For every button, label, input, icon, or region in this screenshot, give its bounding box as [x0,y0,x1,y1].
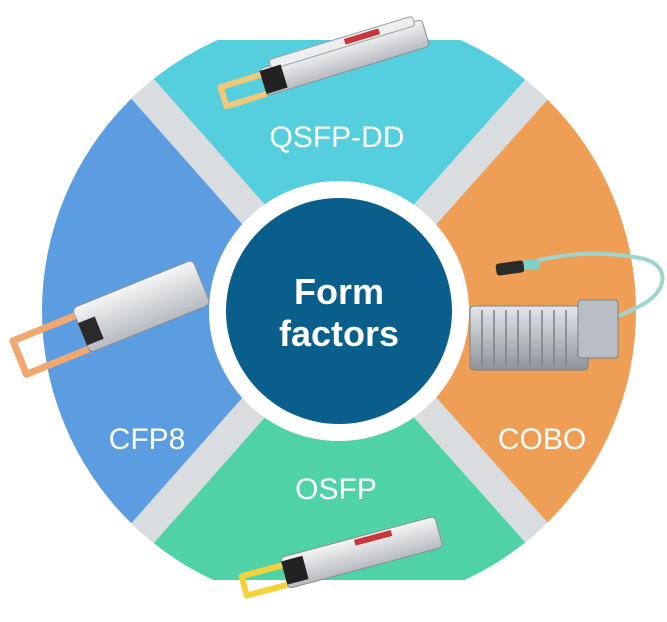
segment-label-cobo: COBO [498,423,586,456]
qsfp-dd-transceiver-icon [217,16,430,110]
center-disc [226,198,452,424]
cobo-heatsink-module-icon [469,251,665,371]
center-title-line2: factors [279,313,399,354]
center-title-line1: Form [294,271,384,312]
segment-label-cfp8: CFP8 [109,423,186,456]
segment-osfp [100,311,580,580]
segment-qsfp-dd [100,40,580,311]
osfp-transceiver-icon [238,516,443,599]
segment-label-osfp: OSFP [295,473,377,506]
cfp8-transceiver-icon [9,260,210,378]
segment-label-qsfp-dd: QSFP-DD [270,121,405,154]
